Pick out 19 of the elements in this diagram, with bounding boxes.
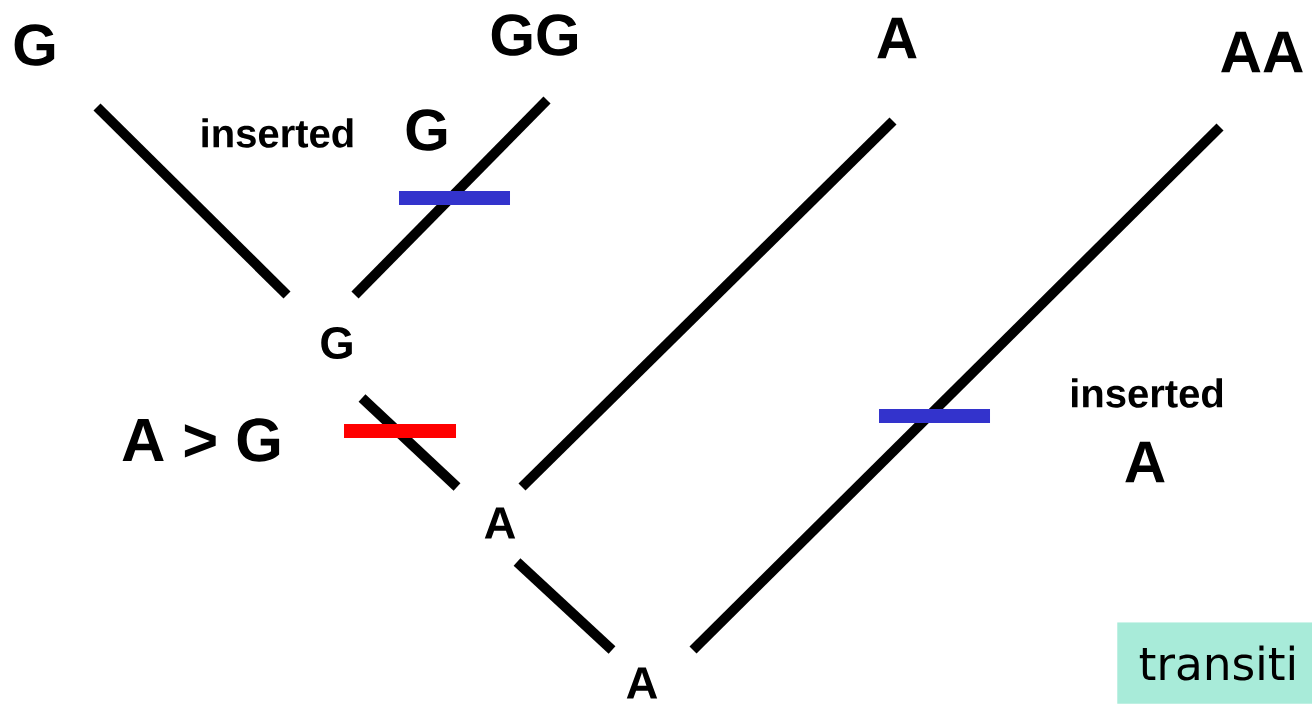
tree-branch: [358, 394, 461, 491]
tree-branch: [93, 103, 291, 299]
annotation-text: inserted: [202, 118, 353, 148]
node-label: GG: [491, 14, 577, 56]
mutation-label: G: [406, 109, 447, 151]
node-label: A: [626, 667, 658, 699]
annotation-text: inserted: [1072, 378, 1223, 408]
tree-branch: [513, 558, 616, 654]
node-label: A: [484, 507, 516, 539]
mutation-label: A: [1125, 441, 1165, 483]
node-label: G: [321, 326, 352, 360]
tree-branch: [689, 123, 1224, 654]
tree-branch: [518, 117, 897, 491]
node-label: G: [14, 24, 55, 66]
node-label: A: [877, 17, 917, 59]
node-label: AA: [1221, 31, 1303, 73]
tree-branch: [351, 96, 551, 299]
text-box: transiti: [1117, 622, 1312, 704]
mutation-label: A > G: [122, 418, 280, 462]
